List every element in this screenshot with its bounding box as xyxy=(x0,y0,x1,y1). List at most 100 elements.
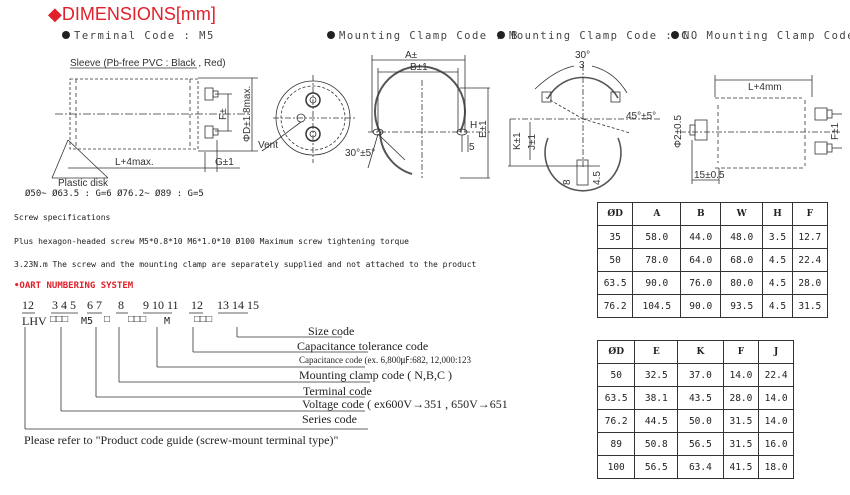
cell: 43.5 xyxy=(677,386,724,410)
diameter-dim-label: ΦD±1.8max. xyxy=(242,86,253,142)
cell: 18.0 xyxy=(758,455,794,479)
screw-spec-line: Plus hexagon-headed screw M5*0.8*10 M6*1… xyxy=(14,237,409,246)
header-cell: K xyxy=(677,340,724,364)
cell: 14.0 xyxy=(722,363,760,387)
header-cell: W xyxy=(720,202,764,226)
cell: 89 xyxy=(596,432,636,456)
code-clamp: □ xyxy=(104,314,111,325)
angle-b-label: 30°±5° xyxy=(345,148,375,159)
cell: 63.4 xyxy=(677,455,724,479)
table-header-row: ØD A B W H F xyxy=(596,202,829,226)
voltage-code-label: Voltage code ( ex600V→351 , 650V→651 xyxy=(302,397,508,411)
cell: 28.0 xyxy=(722,386,760,410)
product-code-note: Please refer to "Product code guide (scr… xyxy=(24,433,339,447)
cap-tolerance-label: Capacitance tolerance code xyxy=(297,339,429,353)
cell: 56.5 xyxy=(634,455,679,479)
position-digits: 3 4 5 xyxy=(52,298,76,312)
bullet-icon xyxy=(62,31,70,39)
angle-c-top2-label: 3 xyxy=(579,60,585,71)
sleeve-label: Sleeve (Pb-free PVC : Black , Red) xyxy=(70,58,226,69)
cell: 93.5 xyxy=(720,294,764,318)
position-digits: 13 14 15 xyxy=(217,298,259,312)
cap-code-label: Capacitance code (ex. 6,800㎌:682, 12,000… xyxy=(299,355,471,365)
length-dim-label: L+4max. xyxy=(115,157,154,168)
cell: 31.5 xyxy=(722,432,760,456)
n-d-dim-label: Φ2±0.5 xyxy=(673,115,684,148)
cell: 4.5 xyxy=(762,248,793,272)
angle-c-top-label: 30° xyxy=(575,50,590,61)
c45-dim-label: 4.5 xyxy=(592,171,603,185)
cell: 58.0 xyxy=(632,225,682,249)
table-header-row: ØD E K F J xyxy=(596,340,794,364)
position-digits: 9 10 11 xyxy=(143,298,179,312)
cell: 44.0 xyxy=(680,225,722,249)
cell: 80.0 xyxy=(720,271,764,295)
a-dim-label: A± xyxy=(405,50,418,61)
cell: 76.2 xyxy=(596,294,634,318)
terminal-end-view: Vent xyxy=(258,75,355,163)
terminal-side-view: Sleeve (Pb-free PVC : Black , Red) F± ΦD… xyxy=(51,58,258,189)
cell: 14.0 xyxy=(758,409,794,433)
cell: 22.4 xyxy=(791,248,829,272)
section-label: Mounting Clamp Code : C xyxy=(509,30,689,42)
n-f-dim-label: F±1 xyxy=(830,122,841,140)
n-length-label: L+4mm xyxy=(748,82,782,93)
k-dim-label: K±1 xyxy=(512,132,523,150)
cell: 4.5 xyxy=(762,294,793,318)
cell: 50.8 xyxy=(634,432,679,456)
header-cell: A xyxy=(632,202,682,226)
cell: 48.0 xyxy=(720,225,764,249)
cell: 12.7 xyxy=(791,225,829,249)
five-dim-label: 5 xyxy=(469,142,475,153)
n-15-dim-label: 15±0.5 xyxy=(694,170,725,181)
cell: 56.5 xyxy=(677,432,724,456)
code-m: M xyxy=(164,316,171,327)
header-cell: F xyxy=(722,340,760,364)
bullet-icon xyxy=(671,31,679,39)
header-cell: J xyxy=(758,340,794,364)
header-cell: ØD xyxy=(596,340,636,364)
cell: 50 xyxy=(596,363,636,387)
code-capacitance: □□□ xyxy=(128,314,147,325)
cell: 104.5 xyxy=(632,294,682,318)
h-dim-label: H xyxy=(470,120,477,131)
header-cell: E xyxy=(634,340,679,364)
header-cell: F xyxy=(791,202,829,226)
cell: 63.5 xyxy=(596,386,636,410)
cell: 37.0 xyxy=(677,363,724,387)
cell: 76.0 xyxy=(680,271,722,295)
b-dim-label: B±1 xyxy=(410,62,428,73)
cell: 22.4 xyxy=(758,363,794,387)
cell: 41.5 xyxy=(722,455,760,479)
cell: 14.0 xyxy=(758,386,794,410)
page-title: ◆DIMENSIONS[mm] xyxy=(48,4,216,24)
cell: 3.5 xyxy=(762,225,793,249)
cell: 90.0 xyxy=(680,294,722,318)
bullet-icon xyxy=(327,31,335,39)
section-clamp-b: Mounting Clamp Code : B xyxy=(327,30,519,42)
section-label: Terminal Code : M5 xyxy=(74,30,215,42)
section-clamp-n: NO Mounting Clamp Code : N xyxy=(671,30,850,42)
position-digits: 8 xyxy=(118,298,124,312)
position-digits: 6 7 xyxy=(87,298,102,312)
code-size: □□□ xyxy=(194,314,213,325)
screw-spec-line: 3.23N.m The screw and the mounting clamp… xyxy=(14,260,477,269)
clamp-b-view: A± B±1 E±1 5 H 30°±5° xyxy=(345,50,490,179)
angle-c-label: 45°±5° xyxy=(626,111,656,122)
code-terminal: M5 xyxy=(81,316,94,327)
cell: 76.2 xyxy=(596,409,636,433)
cell: 31.5 xyxy=(722,409,760,433)
cell: 44.5 xyxy=(634,409,679,433)
cell: 16.0 xyxy=(758,432,794,456)
cell: 68.0 xyxy=(720,248,764,272)
bullet-icon xyxy=(497,31,505,39)
f-dim-label: F± xyxy=(218,108,229,120)
header-cell: B xyxy=(680,202,722,226)
cell: 100 xyxy=(596,455,636,479)
